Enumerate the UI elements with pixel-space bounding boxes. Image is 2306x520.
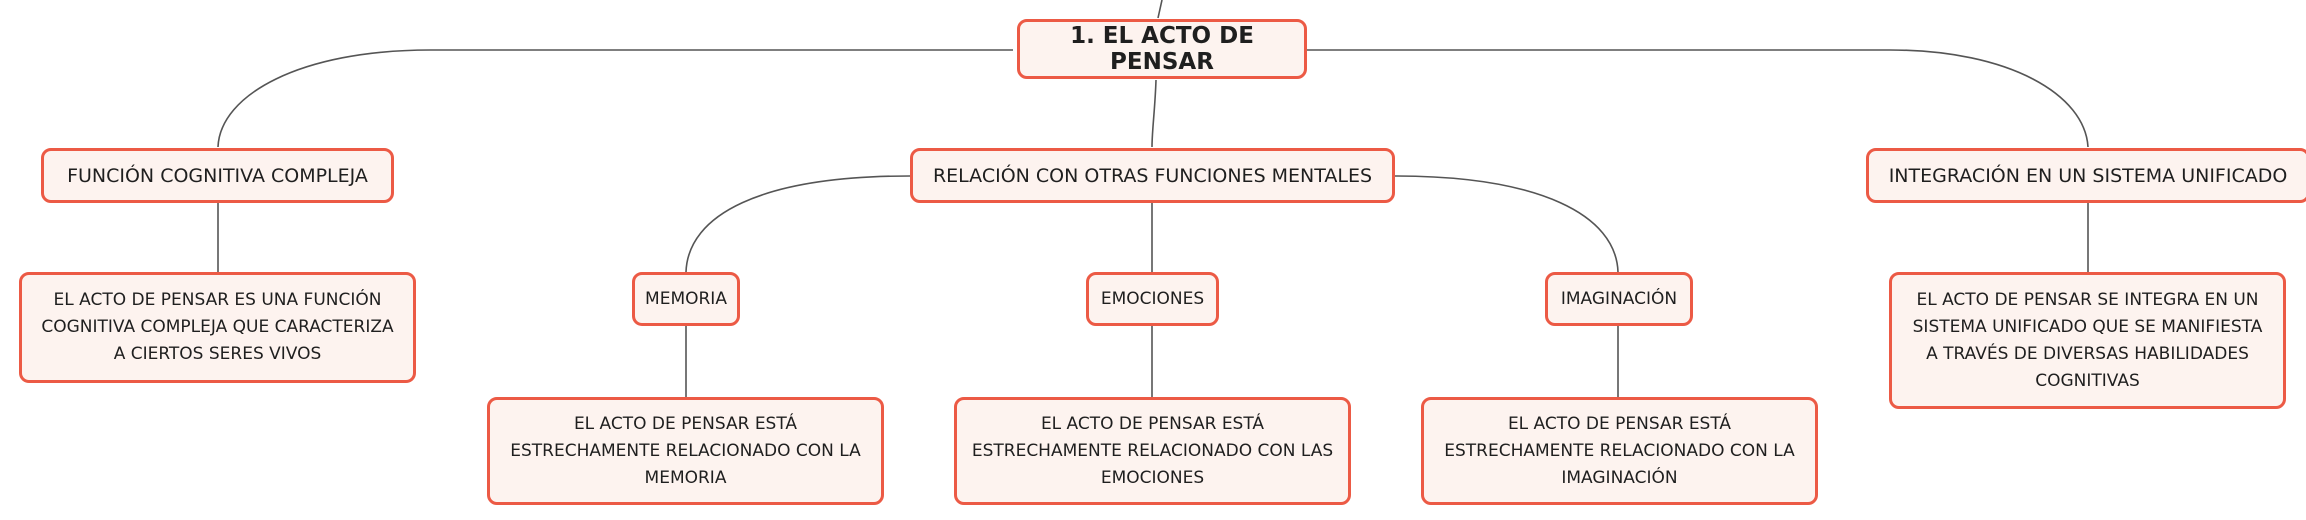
desc-integracion-sistema[interactable]: EL ACTO DE PENSAR SE INTEGRA EN UN SISTE… — [1889, 272, 2286, 409]
branch-funcion-cognitiva[interactable]: FUNCIÓN COGNITIVA COMPLEJA — [41, 148, 394, 203]
desc-memoria[interactable]: EL ACTO DE PENSAR ESTÁ ESTRECHAMENTE REL… — [487, 397, 884, 505]
desc-funcion-cognitiva[interactable]: EL ACTO DE PENSAR ES UNA FUNCIÓN COGNITI… — [19, 272, 416, 383]
connector-root-middle — [1151, 79, 1157, 148]
desc-text: EL ACTO DE PENSAR ES UNA FUNCIÓN COGNITI… — [41, 290, 394, 364]
connector-root-right — [1307, 49, 2089, 148]
connector-middle-imaginacion — [1394, 175, 1619, 273]
child-memoria[interactable]: MEMORIA — [632, 272, 740, 326]
child-imaginacion[interactable]: IMAGINACIÓN — [1545, 272, 1693, 326]
desc-text: EL ACTO DE PENSAR ESTÁ ESTRECHAMENTE REL… — [510, 413, 861, 488]
connector-root-stub — [1157, 0, 1163, 19]
branch-label: INTEGRACIÓN EN UN SISTEMA UNIFICADO — [1888, 164, 2288, 187]
child-emociones[interactable]: EMOCIONES — [1086, 272, 1219, 326]
desc-imaginacion[interactable]: EL ACTO DE PENSAR ESTÁ ESTRECHAMENTE REL… — [1421, 397, 1818, 505]
branch-integracion-sistema[interactable]: INTEGRACIÓN EN UN SISTEMA UNIFICADO — [1866, 148, 2306, 203]
child-label: IMAGINACIÓN — [1560, 289, 1678, 309]
desc-text: EL ACTO DE PENSAR SE INTEGRA EN UN SISTE… — [1912, 289, 2263, 391]
child-label: EMOCIONES — [1100, 289, 1205, 309]
branch-label: FUNCIÓN COGNITIVA COMPLEJA — [67, 164, 368, 187]
branch-relacion-funciones[interactable]: RELACIÓN CON OTRAS FUNCIONES MENTALES — [910, 148, 1395, 203]
branch-label: RELACIÓN CON OTRAS FUNCIONES MENTALES — [932, 164, 1373, 187]
desc-text: EL ACTO DE PENSAR ESTÁ ESTRECHAMENTE REL… — [1444, 413, 1795, 488]
connector-middle-memoria — [685, 175, 911, 273]
desc-emociones[interactable]: EL ACTO DE PENSAR ESTÁ ESTRECHAMENTE REL… — [954, 397, 1351, 505]
connector-root-left — [217, 49, 1013, 148]
root-node[interactable]: 1. EL ACTO DE PENSAR — [1017, 19, 1307, 79]
root-label: 1. EL ACTO DE PENSAR — [1070, 23, 1254, 75]
child-label: MEMORIA — [645, 289, 727, 309]
desc-text: EL ACTO DE PENSAR ESTÁ ESTRECHAMENTE REL… — [971, 413, 1334, 488]
